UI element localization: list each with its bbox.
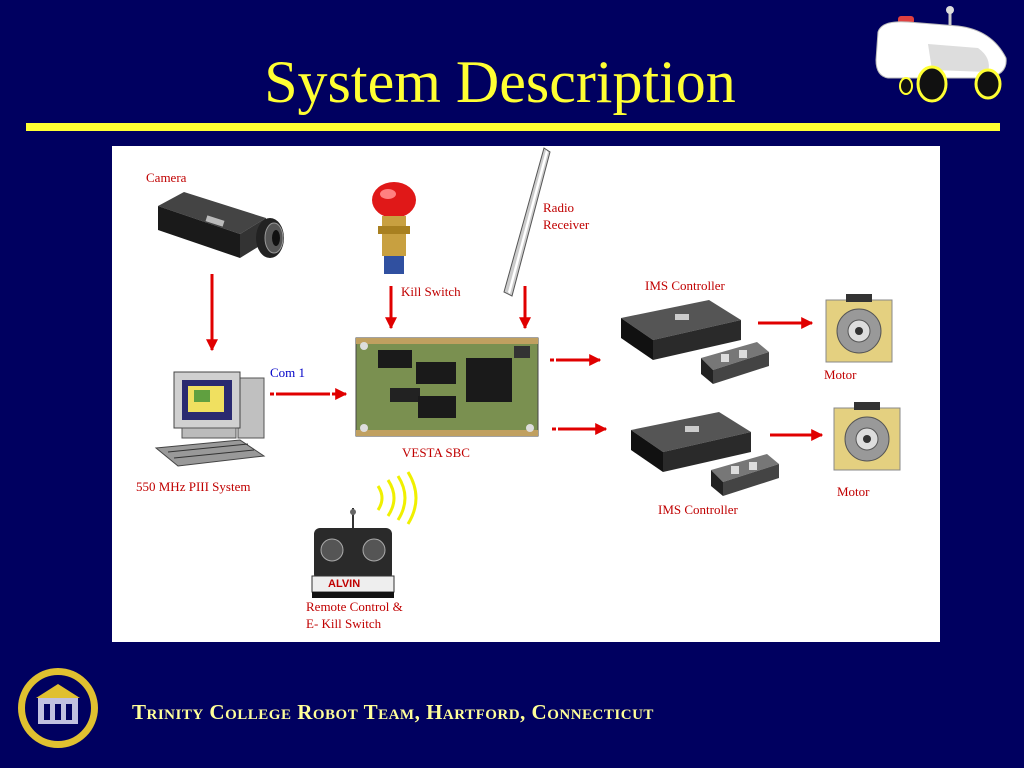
remote-control-label-line2: E- Kill Switch (306, 616, 382, 631)
ims-controller-top-icon (621, 300, 769, 384)
motor-bottom-icon (833, 402, 901, 471)
robot-logo-icon (875, 6, 1007, 103)
title-rule (26, 123, 1000, 131)
com1-label: Com 1 (270, 365, 306, 380)
remote-control-label-line1: Remote Control & (306, 599, 403, 614)
pc-system-icon (154, 371, 266, 467)
ims-controller-bottom-label: IMS Controller (658, 502, 738, 517)
kill-switch-icon (372, 182, 416, 274)
radio-waves-icon (376, 471, 418, 525)
slide-title: System Description (264, 49, 736, 115)
radio-receiver-label-line1: Radio (543, 200, 575, 215)
vesta-sbc-board-icon (355, 337, 539, 437)
motor-top-icon (825, 294, 893, 363)
footer-text: Trinity College Robot Team, Hartford, Co… (132, 700, 654, 724)
diagram-panel: Camera Kill Switch Radio Receiver IMS Co… (112, 146, 940, 642)
radio-receiver-icon (503, 147, 551, 297)
motor-top-label: Motor (824, 367, 857, 382)
ims-controller-top-label: IMS Controller (645, 278, 725, 293)
camera-icon (158, 192, 284, 258)
ims-controller-bottom-icon (631, 412, 779, 496)
arrows-layer (206, 274, 824, 441)
pc-system-label: 550 MHz PIII System (136, 479, 251, 494)
remote-control-icon (311, 508, 395, 598)
vesta-sbc-label: VESTA SBC (402, 445, 470, 460)
remote-brand-label: ALVIN (328, 578, 361, 590)
kill-switch-label: Kill Switch (401, 284, 461, 299)
motor-bottom-label: Motor (837, 484, 870, 499)
radio-receiver-label-line2: Receiver (543, 217, 590, 232)
college-seal-icon (18, 668, 98, 748)
camera-label: Camera (146, 170, 187, 185)
